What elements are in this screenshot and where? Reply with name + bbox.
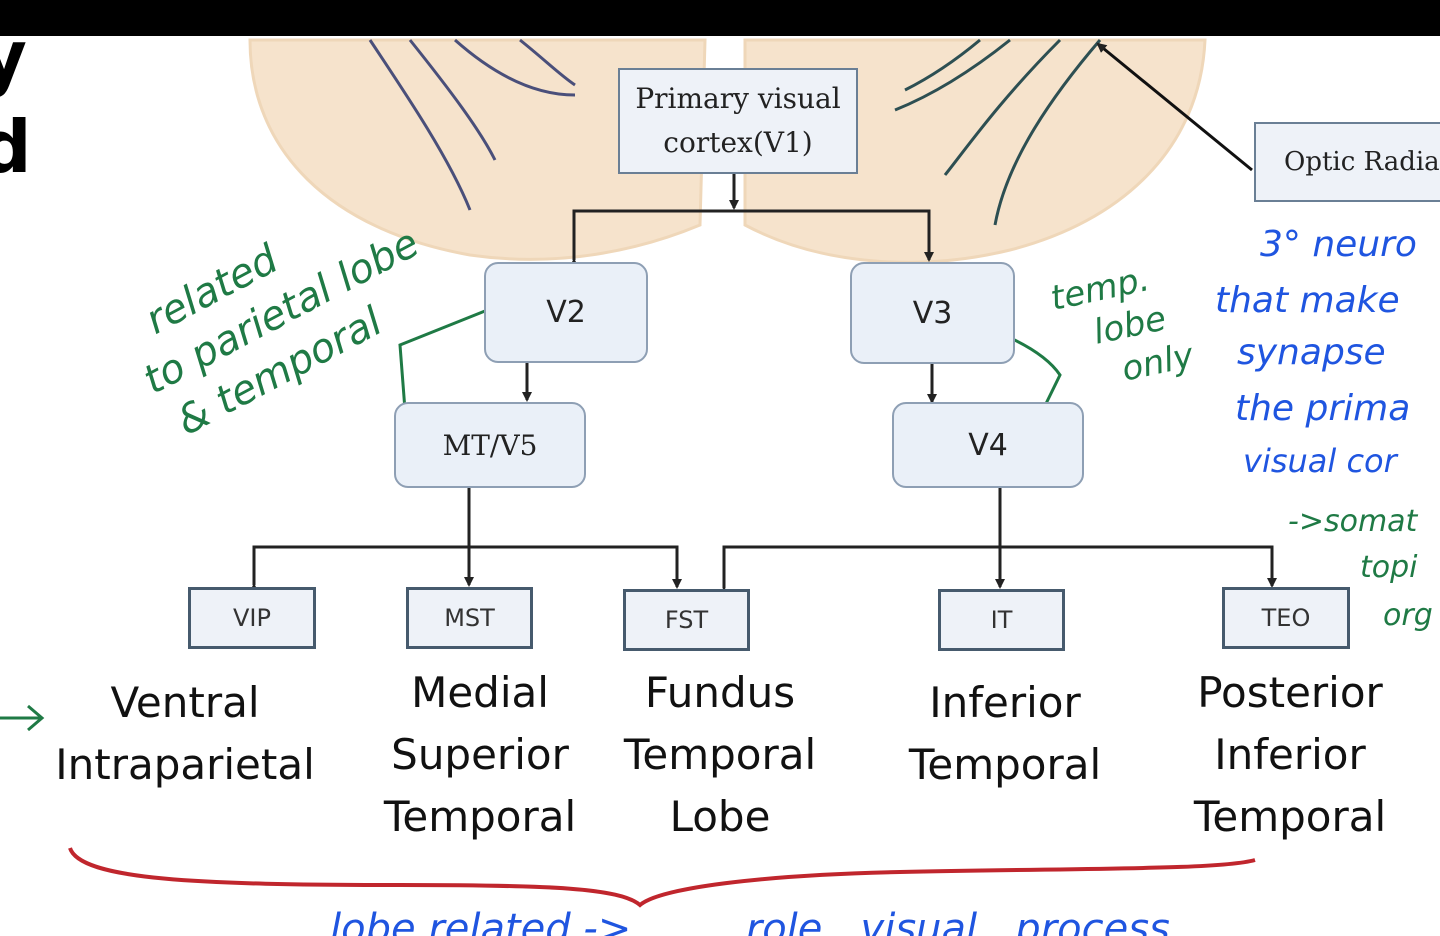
node-mst: MST [406,587,533,649]
green-bracket-left [398,303,501,411]
node-optic-radiation-label: Optic Radiat [1284,147,1440,177]
node-v3-label: V3 [912,295,953,331]
node-mt-v5: MT/V5 [394,402,586,488]
node-v4: V4 [892,402,1084,488]
node-mst-label: MST [444,604,495,632]
top-black-bar [0,0,1440,36]
brain-left-lobe [248,38,707,261]
annotation-third-neurons: 3° neuro that make synapse the prima vis… [1215,220,1440,490]
label-medial-superior-temporal: Medial Superior Temporal [383,668,577,841]
brain-right-lobe [743,38,1207,264]
node-teo-label: TEO [1261,604,1311,632]
annotation-neurons-line-5: visual cor [1243,442,1397,480]
annotation-neurons-line-4: the prima [1235,388,1411,429]
connectors-v4 [719,488,1277,596]
node-v3: V3 [850,262,1015,364]
node-v2: V2 [484,262,648,363]
node-vip-label: VIP [233,604,271,632]
connectors-v1 [569,174,934,268]
node-teo: TEO [1222,587,1350,649]
annotation-bottom-text: lobe related -> ...role visual process [330,906,1170,936]
node-primary-visual-cortex-label: Primary visual cortex(V1) [635,82,841,159]
node-vip: VIP [188,587,316,649]
node-it: IT [938,589,1065,651]
node-fst-label: FST [664,606,709,634]
connectors-mt [249,488,682,593]
annotation-bottom-fragment: lobe related -> ...role visual process [330,904,1330,936]
node-fst: FST [623,589,750,651]
annotation-somato-line-3: org [1383,598,1433,633]
annotation-neurons-line-1: 3° neuro [1260,224,1417,265]
annotation-somato-line-1: ->somat [1288,504,1418,539]
annotation-somato-line-2: topi [1360,550,1418,585]
node-v2-label: V2 [546,295,586,330]
label-posterior-inferior-temporal: Posterior Inferior Temporal [1193,668,1387,841]
optic-fibers-right [894,38,1102,226]
node-v4-label: V4 [968,427,1008,463]
node-optic-radiation: Optic Radiat [1254,122,1440,202]
node-it-label: IT [990,606,1013,634]
node-mt-v5-label: MT/V5 [442,428,538,462]
title-fragment: y d [0,15,32,189]
red-brace [68,847,1256,908]
label-inferior-temporal: Inferior Temporal [908,678,1102,789]
annotation-neurons-line-2: that make [1215,280,1400,321]
annotation-neurons-line-3: synapse [1237,332,1386,373]
node-primary-visual-cortex: Primary visual cortex(V1) [618,68,858,174]
green-arrow-left [0,704,45,732]
optic-radiation-pointer [1096,42,1253,172]
label-fundus-temporal-lobe: Fundus Temporal Lobe [623,668,817,841]
optic-fibers-left [368,38,576,211]
annotation-somatotopic: ->somat topi org [1288,500,1440,650]
label-ventral-intraparietal: Ventral Intraparietal [55,678,315,789]
